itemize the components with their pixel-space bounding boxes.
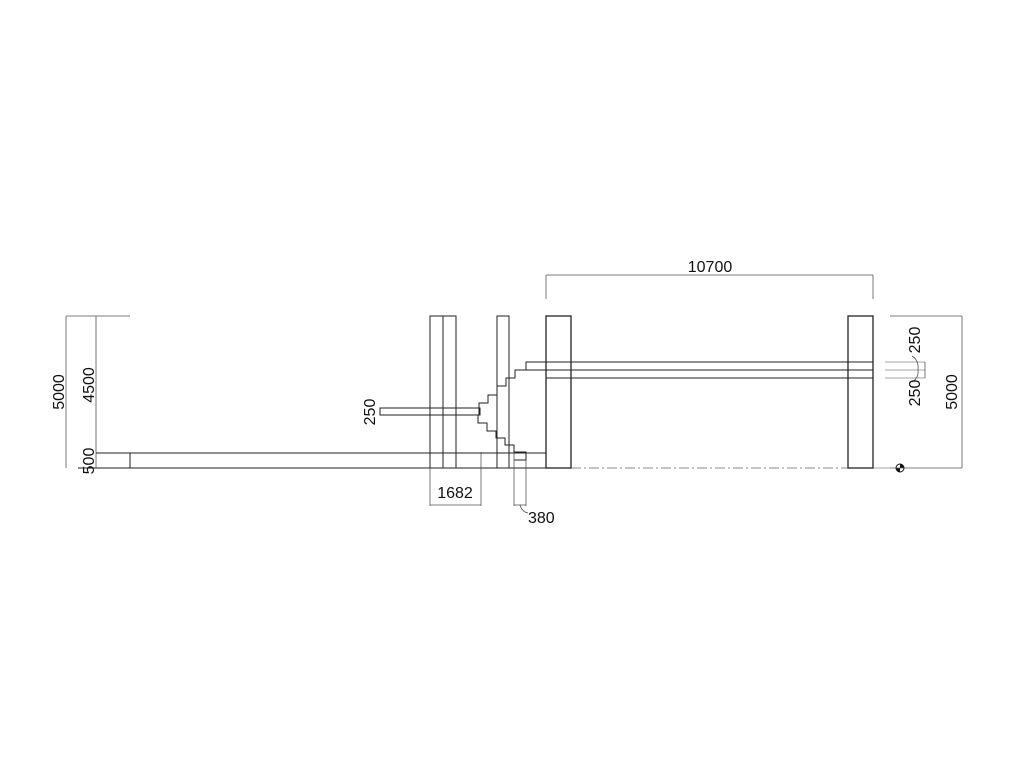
dim-stair-width: 1682 [437, 485, 473, 502]
cantilever [379, 407, 481, 416]
dim-right-beam-top: 250 [907, 327, 924, 354]
beam [526, 361, 925, 379]
dim-left-total: 5000 [51, 374, 68, 410]
dim-right-total: 5000 [944, 374, 961, 410]
right-dimensions [890, 315, 963, 469]
dim-right-beam-bottom: 250 [907, 380, 924, 407]
column-1 [429, 315, 457, 469]
left-dimensions [65, 315, 130, 468]
span-dimension [545, 274, 874, 299]
dim-left-upper: 4500 [81, 367, 98, 403]
stairs [477, 361, 546, 461]
dim-cantilever: 250 [362, 399, 379, 426]
column-3 [545, 315, 572, 469]
base-slab [96, 452, 546, 468]
dim-span: 10700 [688, 259, 733, 276]
dim-left-base: 500 [81, 448, 98, 475]
column-4 [847, 315, 874, 469]
stair-dimensions [429, 452, 529, 514]
dim-stair-offset: 380 [528, 510, 555, 527]
